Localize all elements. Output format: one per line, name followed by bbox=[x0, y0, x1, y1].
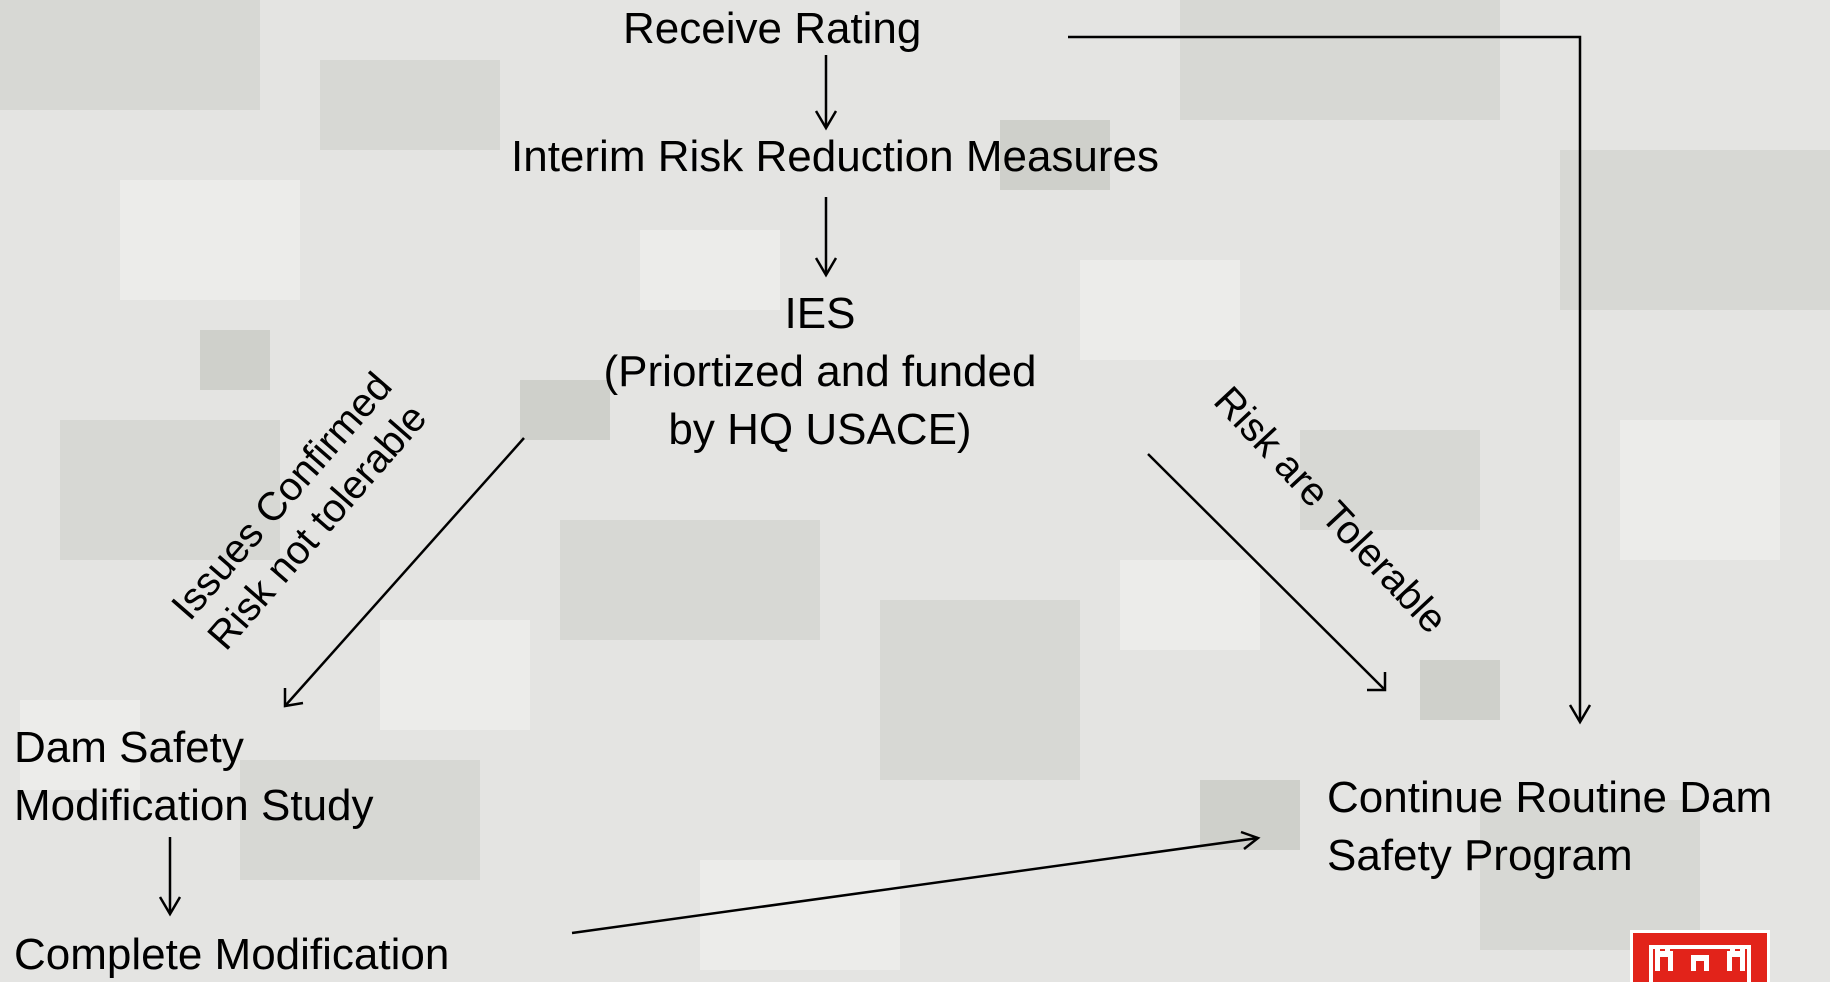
usace-castle-logo-icon bbox=[1630, 930, 1770, 982]
dsms-line2: Modification Study bbox=[14, 781, 374, 830]
arrow-receive-to-interim bbox=[814, 55, 838, 131]
arrow-receive-to-continue bbox=[1068, 35, 1592, 725]
arrow-ies-to-continue bbox=[1147, 453, 1387, 692]
dsms-line1: Dam Safety bbox=[14, 723, 244, 772]
ies-subtitle-line1: (Priortized and funded bbox=[603, 347, 1037, 396]
arrow-interim-to-ies bbox=[814, 197, 838, 278]
node-complete-modification: Complete Modification bbox=[14, 930, 450, 979]
arrow-complete-to-continue bbox=[571, 830, 1261, 935]
arrow-dsms-to-complete bbox=[158, 837, 182, 917]
node-interim-risk-reduction: Interim Risk Reduction Measures bbox=[511, 132, 1160, 181]
node-dam-safety-modification-study: Dam Safety Modification Study bbox=[14, 719, 374, 835]
ies-subtitle-line2: by HQ USACE) bbox=[668, 405, 972, 454]
node-continue-routine-program: Continue Routine Dam Safety Program bbox=[1327, 769, 1772, 885]
continue-line2: Safety Program bbox=[1327, 831, 1633, 880]
node-ies: IES (Priortized and funded by HQ USACE) bbox=[560, 285, 1080, 459]
continue-line1: Continue Routine Dam bbox=[1327, 773, 1773, 822]
node-receive-rating: Receive Rating bbox=[623, 4, 922, 53]
ies-title: IES bbox=[784, 289, 856, 338]
castle-icon bbox=[1649, 945, 1751, 982]
arrow-ies-to-dsms bbox=[283, 437, 525, 708]
